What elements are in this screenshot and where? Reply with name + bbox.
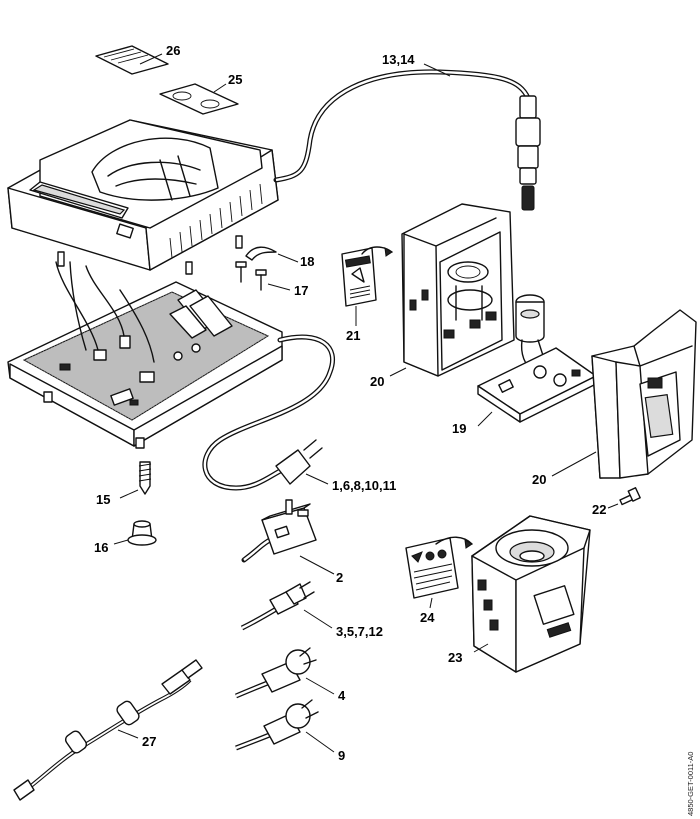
- part-20-holder-rear: [551, 309, 697, 479]
- callout-13-14: 13,14: [382, 52, 415, 67]
- callout-3-5-7-12: 3,5,7,12: [336, 624, 383, 639]
- callout-9: 9: [338, 748, 345, 763]
- part-27-usb-cable: [13, 659, 203, 801]
- part-21-warning-sticker: [341, 246, 393, 326]
- charger-top-housing: [7, 119, 279, 275]
- callout-15: 15: [96, 492, 110, 507]
- part-3-5-7-12-us-plug: [240, 581, 333, 631]
- part-19-contact-module: [477, 294, 597, 427]
- callout-22: 22: [592, 502, 606, 517]
- callout-27: 27: [142, 734, 156, 749]
- part-18-clip: [245, 246, 299, 263]
- callout-25: 25: [228, 72, 242, 87]
- part-26-label-strip: [95, 45, 169, 75]
- charger-base-pcb: [7, 261, 283, 449]
- callout-19: 19: [452, 421, 466, 436]
- callout-4: 4: [338, 688, 346, 703]
- callout-17: 17: [294, 283, 308, 298]
- part-22-screw: [607, 487, 641, 509]
- callout-20-lower: 20: [532, 472, 546, 487]
- callout-20-upper: 20: [370, 374, 384, 389]
- part-17-screws: [235, 261, 291, 291]
- drawing-id: 4850-GET-0011-A0: [686, 752, 695, 816]
- part-23-adapter-housing: [471, 515, 591, 673]
- callout-26: 26: [166, 43, 180, 58]
- part-2-uk-plug: [241, 499, 335, 575]
- callout-18: 18: [300, 254, 314, 269]
- callout-16: 16: [94, 540, 108, 555]
- callout-labels: 26 25 13,14 18 17 21 20 19 20 22 15 1,6,…: [94, 43, 606, 763]
- callout-23: 23: [448, 650, 462, 665]
- part-25-rating-plate: [159, 83, 239, 115]
- part-13-14-charging-cable: [273, 63, 541, 211]
- part-1-6-8-10-11-mains-cable: [202, 334, 335, 491]
- part-24-warning-sticker: [405, 536, 473, 609]
- part-4-au-plug: [235, 647, 335, 699]
- callout-1-6-8-10-11: 1,6,8,10,11: [332, 478, 396, 493]
- callout-24: 24: [420, 610, 435, 625]
- part-16-grommet: [113, 520, 157, 546]
- part-15-screw: [119, 461, 152, 499]
- callout-2: 2: [336, 570, 343, 585]
- part-9-eu-plug: [235, 699, 335, 753]
- part-20-holder-front: [389, 203, 515, 377]
- callout-21: 21: [346, 328, 360, 343]
